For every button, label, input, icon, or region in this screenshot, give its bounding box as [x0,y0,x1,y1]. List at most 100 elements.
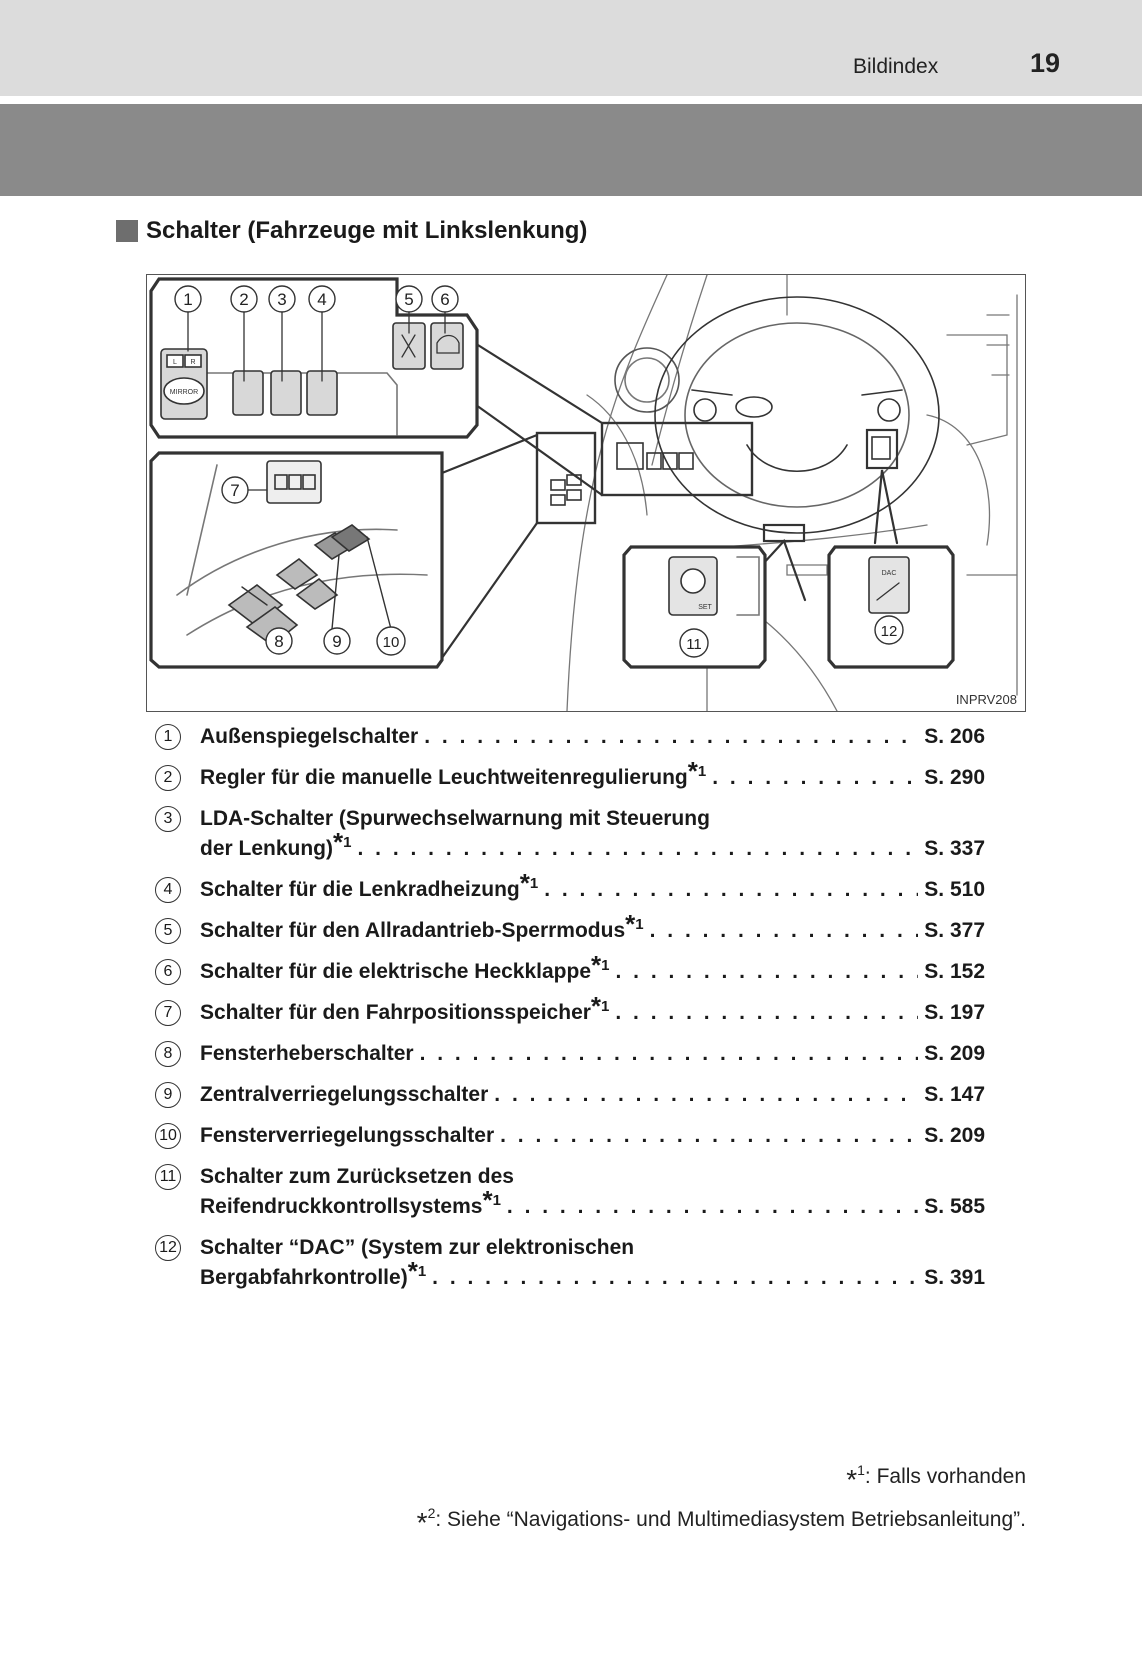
item-label: Schalter für den Allradantrieb-Sperrmodu… [200,909,644,942]
callout-6: 6 [440,290,449,309]
set-label: SET [698,604,712,611]
list-item: 6 Schalter für die elektrische Heckklappe… [155,950,985,987]
item-label: Außenspiegelschalter [200,725,419,748]
item-number: 3 [155,806,181,832]
figure-code: INPRV208 [955,692,1017,707]
header-title: Bildindex [853,55,939,78]
callout-8: 8 [274,632,283,651]
switch-index-list: 1 Außenspiegelschalter S. 206 2 Regler für d… [155,722,985,1304]
chapter-band [0,104,1142,196]
item-label: der Lenkung)*1 [200,827,352,860]
footnote-marker: *1 [519,868,539,898]
section-marker-icon [116,220,138,242]
list-item: 12 Schalter “DAC” (System zur elektronisc… [155,1233,985,1293]
footnote-marker: *1 [625,909,644,939]
dot-leader [615,957,918,987]
list-item: 5 Schalter für den Allradantrieb-Sperrmod… [155,909,985,946]
mirror-r-label: R [190,359,195,366]
item-number: 9 [155,1082,181,1108]
callout-3: 3 [277,290,286,309]
dot-leader [494,1080,918,1110]
item-text-line: Schalter zum Zurücksetzen des [200,1165,514,1188]
footnote-marker: *1 [687,756,707,786]
page-reference[interactable]: S. 585 [924,1195,985,1218]
list-item: 7 Schalter für den Fahrpositionsspeicher*… [155,991,985,1028]
callout-1: 1 [183,290,192,309]
dot-leader [712,763,918,793]
item-label: Zentralverriegelungsschalter [200,1083,489,1106]
list-item: 4 Schalter für die Lenkradheizung*1 S. 510 [155,868,985,905]
item-label: Schalter für die Lenkradheizung*1 [200,868,539,901]
list-item: 1 Außenspiegelschalter S. 206 [155,722,985,752]
page-reference[interactable]: S. 197 [924,1001,985,1024]
page-reference[interactable]: S. 337 [924,837,985,860]
footnote-marker: *1 [333,827,352,857]
callout-11: 11 [686,636,702,653]
item-label: Schalter für den Fahrpositionsspeicher*1 [200,991,610,1024]
page-reference[interactable]: S. 206 [924,725,985,748]
footnote-marker: *1 [590,991,610,1021]
item-label: Reifendruckkontrollsystems*1 [200,1185,501,1218]
page-number: 19 [1030,48,1061,78]
dot-leader [432,1263,918,1293]
item-number: 10 [155,1123,181,1149]
page-reference[interactable]: S. 209 [924,1124,985,1147]
item-label: Fensterheberschalter [200,1042,414,1065]
list-item: 8 Fensterheberschalter S. 209 [155,1039,985,1069]
page-reference[interactable]: S. 209 [924,1042,985,1065]
footnote-marker: *1 [482,1185,501,1215]
item-label: Schalter für die elektrische Heckklappe*… [200,950,610,983]
callout-7: 7 [230,481,239,500]
item-number: 2 [155,765,181,791]
callout-4: 4 [317,290,326,309]
section-title: Schalter (Fahrzeuge mit Linkslenkung) [146,217,588,244]
page-reference[interactable]: S. 510 [924,878,985,901]
page-reference[interactable]: S. 391 [924,1266,985,1289]
dac-label: DAC [882,570,897,577]
footnote-marker: *1 [407,1256,427,1286]
dot-leader [615,998,918,1028]
page-reference[interactable]: S. 377 [924,919,985,942]
item-number: 1 [155,724,181,750]
item-label: Regler für die manuelle Leuchtweitenregu… [200,756,707,789]
mirror-l-label: L [173,359,177,366]
list-item: 9 Zentralverriegelungsschalter S. 147 [155,1080,985,1110]
callout-9: 9 [332,632,341,651]
dashboard-illustration: 1 2 3 4 5 6 7 8 9 10 11 12 MIRROR L R DA… [149,275,1018,711]
page-reference[interactable]: S. 147 [924,1083,985,1106]
dot-leader [357,834,918,864]
dot-leader [650,916,919,946]
list-item: 3 LDA-Schalter (Spurwechselwarnung mit St… [155,804,985,864]
footnotes: *1: Falls vorhanden *2: Siehe “Navigation… [417,1462,1026,1548]
list-item: 10 Fensterverriegelungsschalter S. 209 [155,1121,985,1151]
callout-12: 12 [881,623,898,640]
item-number: 5 [155,918,181,944]
dot-leader [420,1039,919,1069]
mirror-label: MIRROR [170,389,198,396]
item-number: 8 [155,1041,181,1067]
item-number: 6 [155,959,181,985]
item-label: Fensterverriegelungsschalter [200,1124,495,1147]
header-band [0,0,1142,96]
item-number: 12 [155,1235,181,1261]
footnote-marker: *1 [591,950,610,980]
footnote: *1: Falls vorhanden [846,1462,1026,1495]
footnote: *2: Siehe “Navigations- und Multimediasy… [416,1505,1026,1538]
dot-leader [500,1121,918,1151]
page-reference[interactable]: S. 152 [924,960,985,983]
item-number: 4 [155,877,181,903]
switch-overview-figure: 1 2 3 4 5 6 7 8 9 10 11 12 MIRROR L R DA… [146,274,1026,712]
item-number: 7 [155,1000,181,1026]
item-text-line: Schalter “DAC” (System zur elektronische… [200,1236,635,1259]
callout-2: 2 [239,290,248,309]
page-reference[interactable]: S. 290 [924,766,985,789]
dot-leader [507,1192,918,1222]
list-item: 2 Regler für die manuelle Leuchtweitenreg… [155,756,985,793]
dot-leader [544,875,918,905]
callout-10: 10 [383,634,400,651]
item-label: Bergabfahrkontrolle)*1 [200,1256,427,1289]
dot-leader [424,722,918,752]
item-text-line: LDA-Schalter (Spurwechselwarnung mit Ste… [200,807,710,830]
item-number: 11 [155,1164,181,1190]
